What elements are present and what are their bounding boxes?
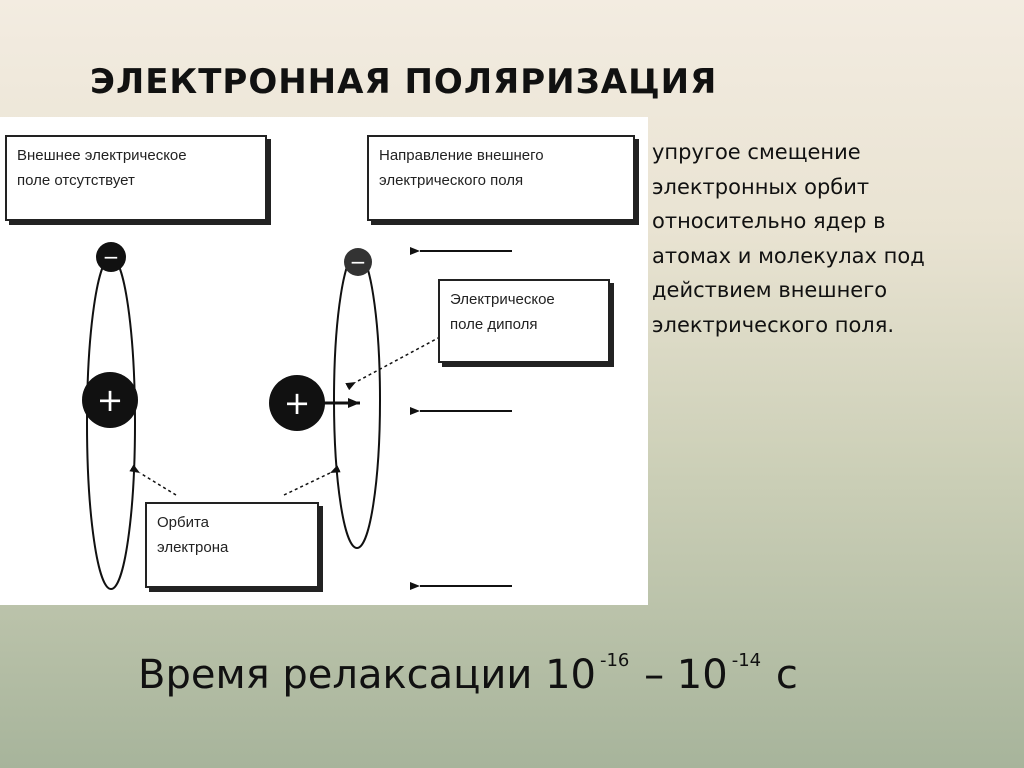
right-nucleus-sign: + [284, 384, 311, 422]
right-electron-sign: − [350, 250, 367, 274]
left-nucleus [82, 372, 138, 428]
relaxation-exponent-2: -14 [731, 650, 762, 671]
label-orbit: Орбита электрона [145, 502, 319, 588]
relaxation-dash: – 10 [631, 652, 728, 698]
description-line: действием внешнего [652, 278, 888, 302]
page-title: ЭЛЕКТРОННАЯ ПОЛЯРИЗАЦИЯ [90, 62, 718, 102]
label-no-field: Внешнее электрическое поле отсутствует [5, 135, 267, 221]
right-electron [344, 248, 372, 276]
relaxation-label: Время релаксации 10 [138, 652, 596, 698]
left-nucleus-sign: + [97, 381, 124, 419]
description-text: упругое смещение электронных орбит относ… [652, 135, 1012, 342]
relaxation-exponent-1: -16 [599, 650, 630, 671]
label-dipole-field: Электрическое поле диполя [438, 279, 610, 363]
description-line: относительно ядер в [652, 209, 886, 233]
orbit-pointer-right [283, 465, 341, 496]
description-line: электронных орбит [652, 174, 870, 199]
left-electron [96, 242, 126, 272]
label-field-direction: Направление внешнего электрического поля [367, 135, 635, 221]
dipole-pointer [345, 336, 441, 391]
relaxation-unit: с [763, 652, 798, 698]
left-electron-sign: − [103, 245, 120, 269]
relaxation-time: Время релаксации 10-16 – 10-14 с [138, 650, 798, 698]
right-orbit [333, 251, 381, 549]
right-nucleus [269, 375, 325, 431]
diagram-drawing: + − + − [82, 242, 512, 590]
description-line: атомах и молекулах под [652, 243, 925, 268]
orbit-pointer-left [129, 464, 177, 496]
description-line: упругое смещение [652, 140, 861, 164]
polarization-diagram: + − + − Внешнее электрическое поле отсут… [0, 117, 648, 605]
description-line: электрического поля. [652, 312, 895, 337]
